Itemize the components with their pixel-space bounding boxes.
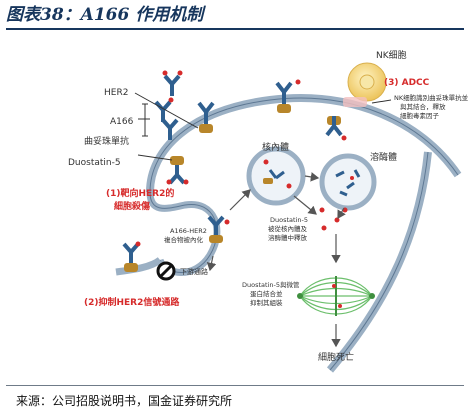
flow-arrows xyxy=(206,172,346,348)
duostatin-label: Duostatin-5 xyxy=(68,158,121,168)
trastuzumab-antibody xyxy=(161,118,179,140)
target-label-line: (1)靶向HER2的 xyxy=(106,187,174,199)
adcc-desc-line: 與其結合，釋放 xyxy=(400,102,446,111)
her2-receptor xyxy=(197,101,215,133)
nk-cell-label: NK细胞 xyxy=(376,49,407,61)
downstream-label: 下游通路 xyxy=(180,267,208,276)
a166-antibody xyxy=(162,70,183,96)
her2-receptor xyxy=(275,81,293,113)
endosome-label: 核內體 xyxy=(262,141,289,153)
a166-label: A166 xyxy=(110,117,134,127)
release-label-line: 被從核內體及 xyxy=(268,224,308,233)
tubulin-label-line: Duostatin-5與微管 xyxy=(242,280,300,289)
svg-text:NK细胞識別曲妥珠單抗並 與其結合，釋放 細: NK细胞識別曲妥珠單抗並 與其結合，釋放 細胞毒素因子 xyxy=(394,93,470,120)
payload-dots xyxy=(166,79,347,185)
svg-text:Duostatin-5與微管 蛋白結合並 抑: Duostatin-5與微管 蛋白結合並 抑制其組裝 xyxy=(242,280,302,307)
release-label-line: Duostatin-5 xyxy=(270,216,308,224)
her2-receptor xyxy=(325,116,343,137)
adcc-contact xyxy=(343,97,367,107)
footer-rule xyxy=(6,385,464,386)
figure-title: 图表38：A166 作用机制 xyxy=(6,2,464,30)
lysosome xyxy=(319,153,377,211)
released-payload xyxy=(319,207,348,231)
release-label-line: 溶酶體中釋放 xyxy=(268,233,308,242)
lysosome-label: 溶酶體 xyxy=(370,151,397,163)
mitotic-spindle xyxy=(297,276,375,316)
internalize-label-line: 複合物被內化 xyxy=(164,235,204,244)
svg-text:(1)靶向HER2的 細胞殺傷: (1)靶向HER2的 細胞殺傷 xyxy=(106,187,178,212)
adcc-desc-line: 細胞毒素因子 xyxy=(400,111,440,120)
internalize-label-line: A166-HER2 xyxy=(170,227,207,235)
svg-text:Duostatin-5 被從核內體及 溶酶體: Duostatin-5 被從核內體及 溶酶體中釋放 xyxy=(268,216,310,242)
internalized-complex xyxy=(207,215,230,243)
target-label-line: 細胞殺傷 xyxy=(114,200,150,212)
adcc-label: (3) ADCC xyxy=(384,78,430,88)
adcc-desc-line: NK细胞識別曲妥珠單抗並 xyxy=(394,93,469,102)
svg-text:A166-HER2 複合物被內化: A166-HER2 複合物被內化 xyxy=(164,227,209,244)
her2-receptor xyxy=(168,156,186,185)
cell-death-label: 細胞死亡 xyxy=(318,351,354,363)
tubulin-label-line: 蛋白結合並 xyxy=(250,289,283,298)
her2-label: HER2 xyxy=(104,88,128,98)
downstream-block xyxy=(122,241,176,281)
trastuzumab-label: 曲妥珠單抗 xyxy=(84,135,129,147)
inhibit-label: (2)抑制HER2信號通路 xyxy=(84,296,180,308)
tubulin-label-line: 抑制其組裝 xyxy=(250,298,283,307)
source-note: 来源：公司招股说明书，国金证券研究所 xyxy=(16,394,233,408)
